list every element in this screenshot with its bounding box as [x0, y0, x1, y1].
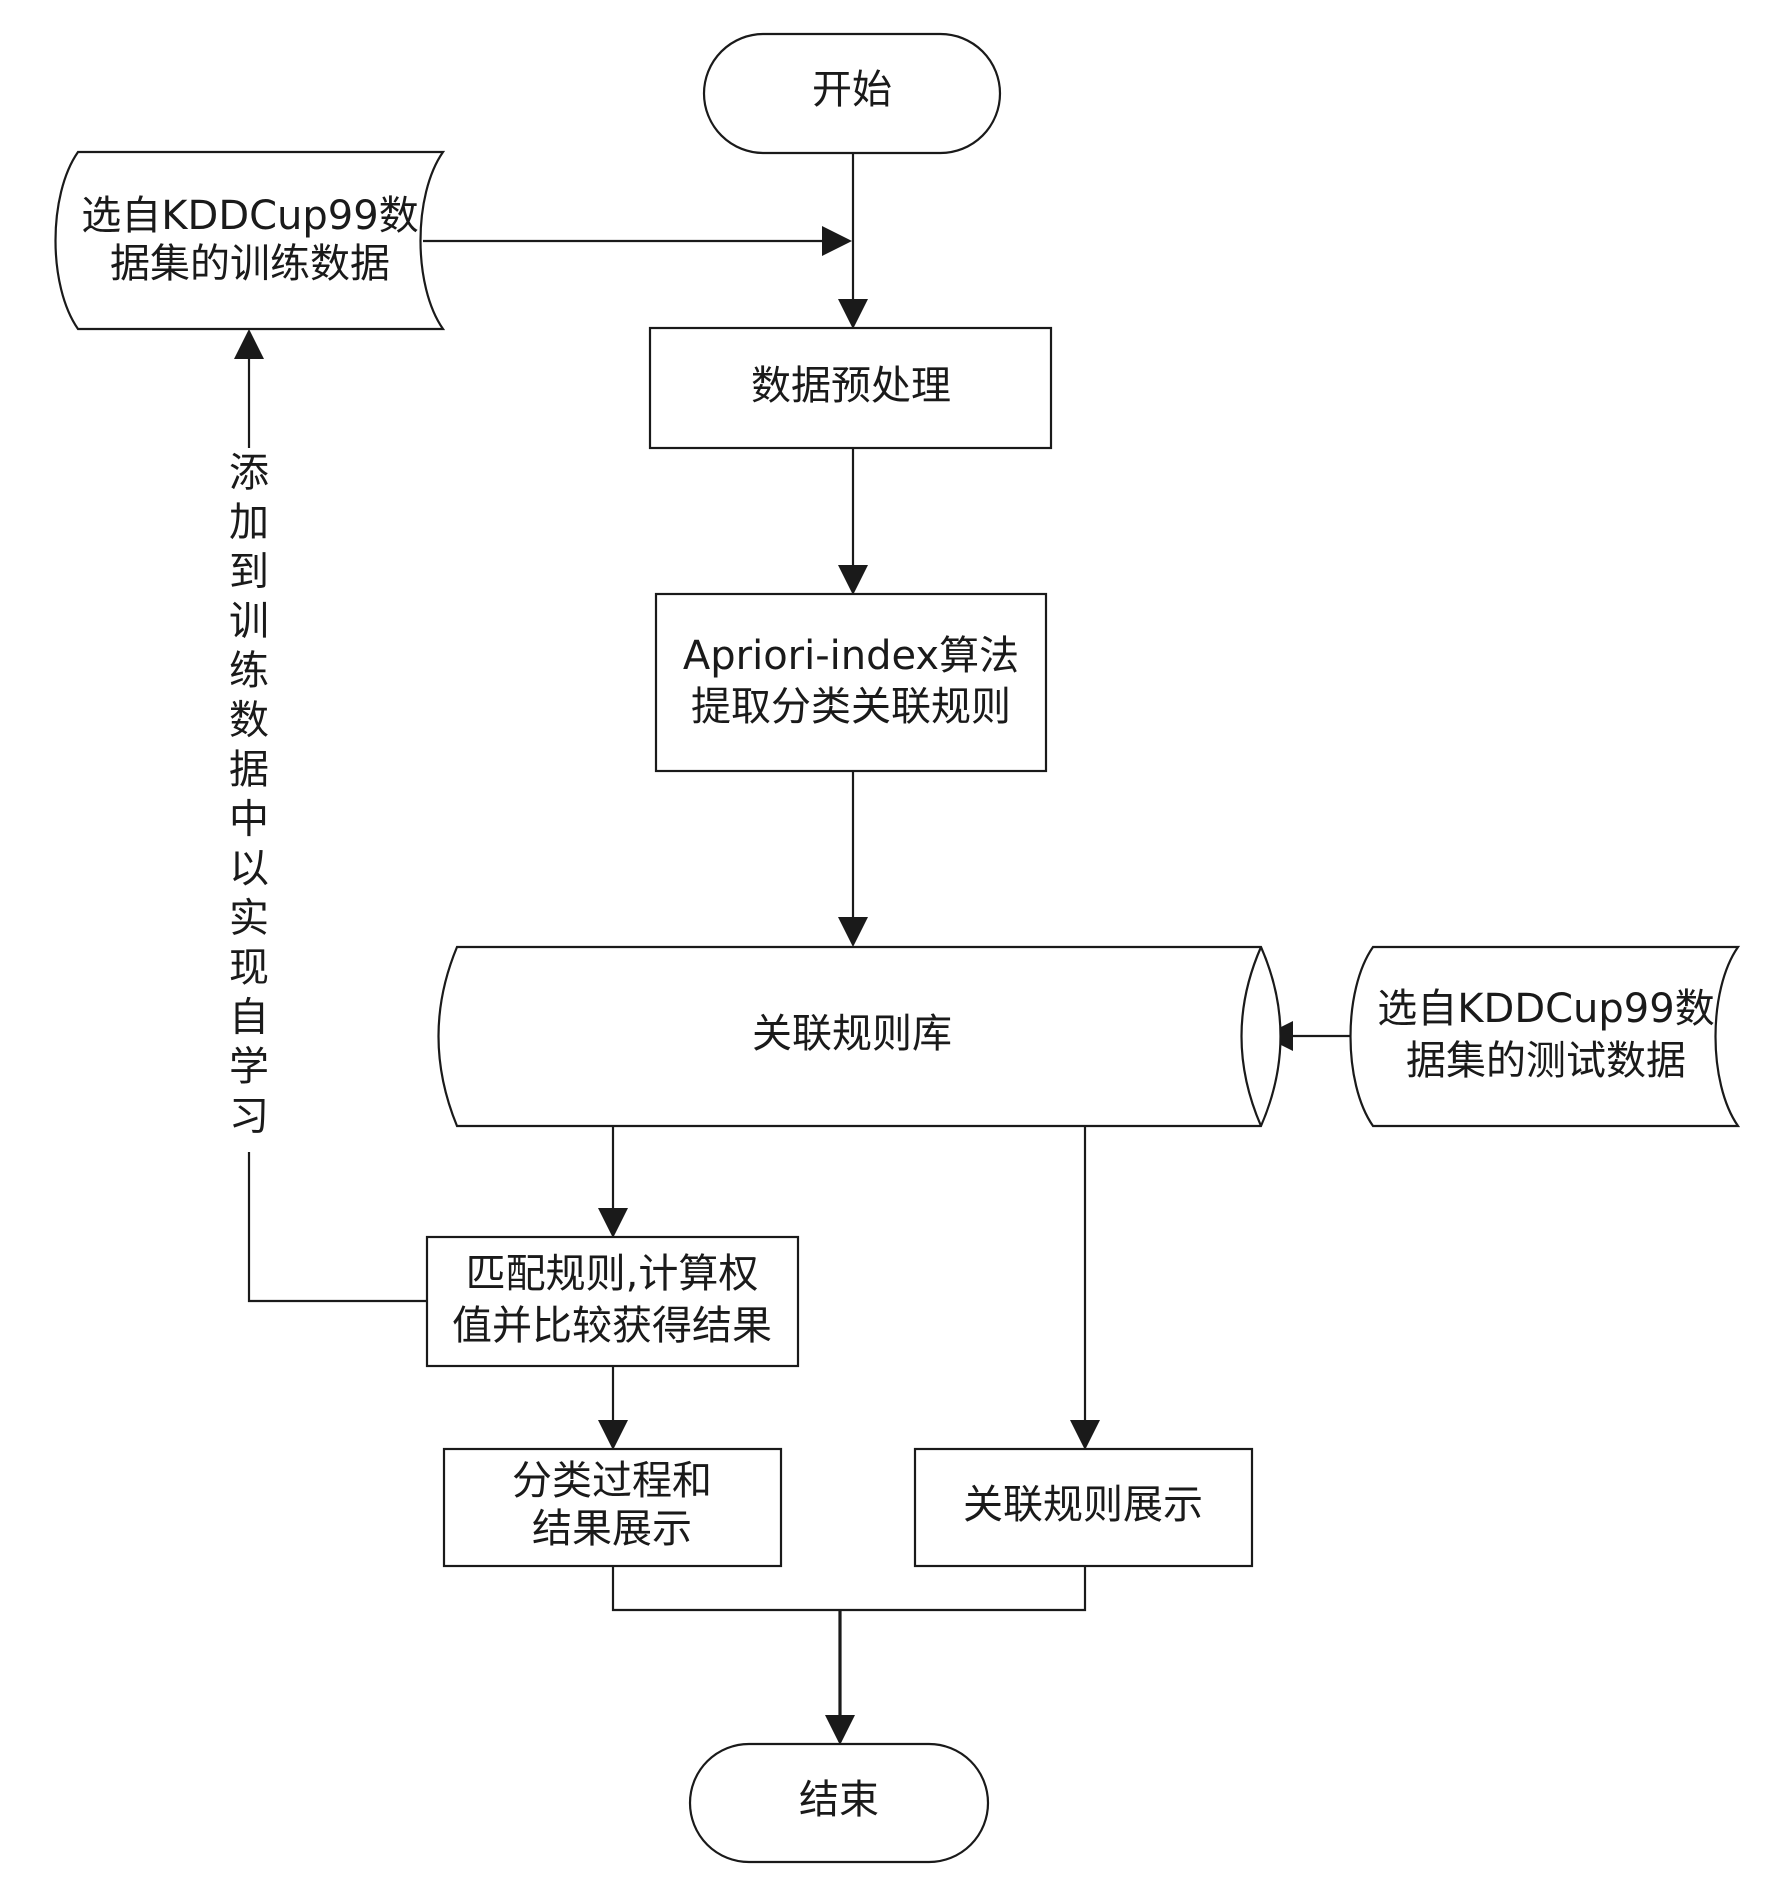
- training-data-node: 选自KDDCup99数 据集的训练数据: [56, 152, 444, 329]
- test-data-label-line2: 据集的测试数据: [1406, 1038, 1686, 1084]
- start-label: 开始: [812, 67, 892, 113]
- apriori-node: Apriori-index算法 提取分类关联规则: [656, 594, 1046, 771]
- end-terminator: 结束: [690, 1744, 988, 1862]
- preprocess-node: 数据预处理: [650, 328, 1051, 448]
- classify-show-label-line2: 结果展示: [532, 1506, 692, 1552]
- apriori-label-line1: Apriori-index算法: [683, 633, 1019, 679]
- feedback-label-char: 实: [229, 896, 269, 942]
- preprocess-label: 数据预处理: [751, 363, 951, 409]
- feedback-label-char: 加: [229, 500, 269, 546]
- feedback-label-char: 据: [229, 747, 269, 793]
- rule-show-label: 关联规则展示: [963, 1482, 1203, 1528]
- test-data-node: 选自KDDCup99数 据集的测试数据: [1351, 947, 1739, 1126]
- feedback-label-char: 中: [229, 797, 269, 843]
- rule-base-label: 关联规则库: [752, 1011, 952, 1057]
- match-rules-node: 匹配规则,计算权 值并比较获得结果: [427, 1237, 798, 1366]
- feedback-label-char: 数: [229, 698, 269, 744]
- apriori-label-line2: 提取分类关联规则: [691, 684, 1011, 730]
- match-rules-label-line1: 匹配规则,计算权: [466, 1251, 759, 1297]
- feedback-label: 添加到训练数据中以实现自学习: [229, 450, 269, 1140]
- match-rules-label-line2: 值并比较获得结果: [452, 1303, 772, 1349]
- arrow-feedback-to-train-data: [249, 1152, 427, 1301]
- start-terminator: 开始: [704, 34, 1000, 153]
- feedback-label-char: 到: [229, 549, 269, 595]
- classify-show-node: 分类过程和 结果展示: [444, 1449, 781, 1566]
- training-data-label-line1: 选自KDDCup99数: [81, 193, 418, 239]
- feedback-label-char: 练: [229, 648, 269, 694]
- feedback-label-char: 自: [229, 995, 269, 1041]
- test-data-label-line1: 选自KDDCup99数: [1377, 986, 1714, 1032]
- rule-base-node: 关联规则库: [439, 947, 1281, 1126]
- feedback-label-char: 习: [229, 1094, 269, 1140]
- feedback-label-char: 学: [229, 1044, 269, 1090]
- merge-connector: [613, 1566, 1085, 1610]
- rule-show-node: 关联规则展示: [915, 1449, 1252, 1566]
- classify-show-label-line1: 分类过程和: [512, 1458, 712, 1504]
- end-label: 结束: [799, 1777, 879, 1823]
- feedback-label-char: 以: [229, 846, 269, 892]
- feedback-label-char: 训: [229, 599, 269, 645]
- training-data-label-line2: 据集的训练数据: [110, 241, 390, 287]
- feedback-label-char: 现: [229, 945, 269, 991]
- feedback-label-char: 添: [229, 450, 269, 496]
